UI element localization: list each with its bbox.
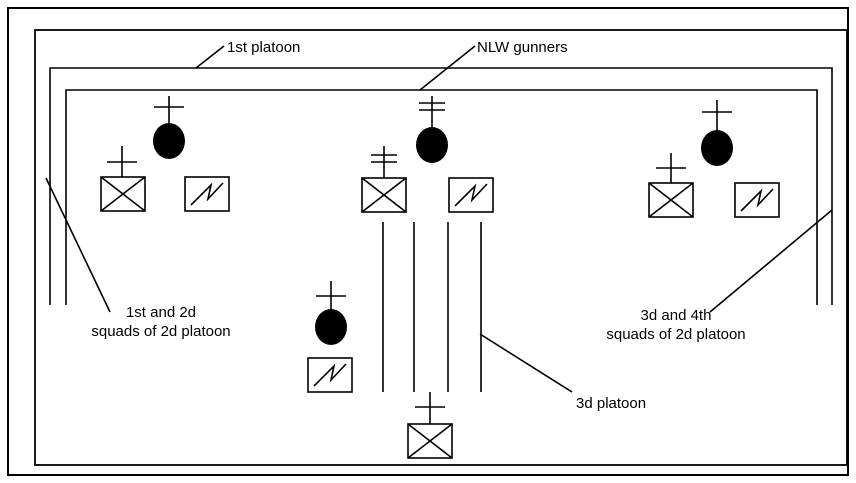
weapon-unit-symbol — [184, 176, 230, 212]
leader-symbol — [416, 96, 448, 163]
infantry-unit-symbol — [407, 392, 453, 459]
leader-line-squads-12 — [45, 177, 111, 313]
weapon-unit-symbol — [448, 177, 494, 213]
nlw-gunners-line — [65, 89, 818, 305]
leader-line-nlw-gunners — [419, 45, 476, 91]
label-third-platoon: 3d platoon — [576, 395, 646, 412]
leader-symbol — [315, 281, 347, 345]
label-squads-12-line1: 1st and 2d — [126, 304, 196, 321]
leader-line-third-platoon — [479, 333, 573, 393]
label-squads-34-line1: 3d and 4th — [641, 307, 712, 324]
leader-line-squads-34 — [709, 209, 833, 313]
inner-frame — [34, 29, 848, 466]
label-nlw-gunners: NLW gunners — [477, 39, 568, 56]
infantry-unit-symbol — [100, 146, 146, 212]
label-squads-12-line2: squads of 2d platoon — [91, 323, 230, 340]
label-first-platoon: 1st platoon — [227, 39, 300, 56]
leader-symbol — [153, 96, 185, 159]
label-squads-34-line2: squads of 2d platoon — [606, 326, 745, 343]
weapon-unit-symbol — [307, 357, 353, 393]
weapon-unit-symbol — [734, 182, 780, 218]
outer-frame — [7, 7, 849, 476]
infantry-unit-symbol — [361, 146, 407, 213]
infantry-unit-symbol — [648, 153, 694, 218]
leader-symbol — [701, 100, 733, 166]
leader-line-first-platoon — [195, 45, 225, 69]
